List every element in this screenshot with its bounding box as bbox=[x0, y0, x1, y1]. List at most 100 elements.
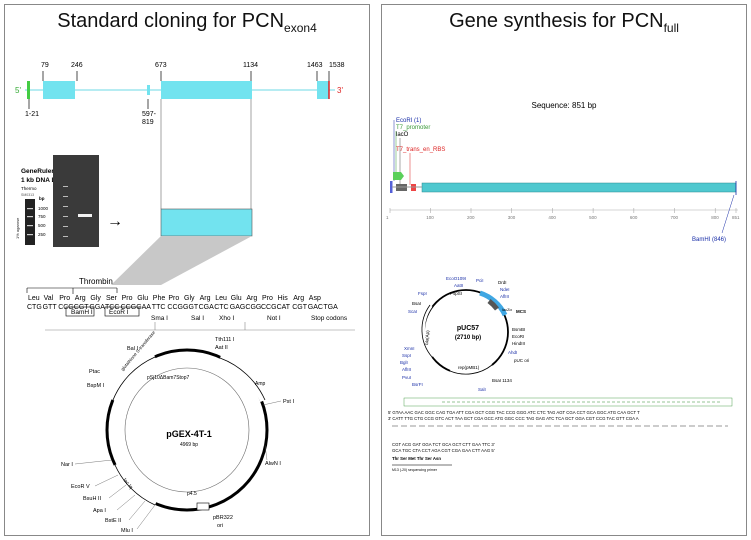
ladder-id: SM0313 bbox=[21, 193, 34, 197]
amino-acid: Gly bbox=[90, 295, 101, 302]
left-panel-title: Standard cloning for PCNexon4 bbox=[5, 10, 369, 35]
feature-rbs: T7_trans_en_RBS bbox=[396, 147, 445, 153]
amino-acid: Pro bbox=[262, 295, 273, 302]
puc-xmn: XmnI bbox=[404, 346, 415, 351]
codon: CAT bbox=[277, 304, 291, 311]
puc-ndei: NdeI bbox=[500, 287, 510, 292]
ruler-label: 800 bbox=[711, 215, 719, 220]
codon: CCG bbox=[261, 304, 277, 311]
site-smai: Sma I bbox=[151, 315, 168, 322]
pgex-pbr: pBR322 bbox=[213, 515, 233, 521]
left-title-subscript: exon4 bbox=[284, 21, 317, 35]
amino-acid: His bbox=[278, 295, 289, 302]
puc-mcs: MCS bbox=[516, 309, 526, 314]
pgex-bst: BstE II bbox=[105, 518, 122, 524]
gene-structure: 5' 3' 79 246 673 1134 1463 1538 1-21 59 bbox=[15, 62, 345, 126]
left-diagram: 5' 3' 79 246 673 1134 1463 1538 1-21 59 bbox=[15, 62, 355, 534]
pgex-alw: AlwN I bbox=[265, 461, 281, 467]
codon: GAA bbox=[136, 304, 151, 311]
puc-fsp: FspI bbox=[418, 291, 427, 296]
site-noti: Not I bbox=[267, 315, 281, 322]
puc-bgl: BglI bbox=[400, 360, 408, 365]
agarose-label: 1% agarose bbox=[15, 217, 20, 239]
amino-acid: Pro bbox=[59, 295, 70, 302]
puc-puc: pUC ori bbox=[514, 358, 529, 363]
pgex-aat: Aat II bbox=[215, 345, 228, 351]
exon-1 bbox=[27, 81, 30, 99]
puc-bsa: BsaI bbox=[412, 301, 421, 306]
exon-3 bbox=[147, 85, 150, 95]
amino-acid: Arg bbox=[200, 295, 211, 302]
mcs-seq-line-1: 5' GTAA AAC GAC GGC CAG TGA ATT CGA GCT … bbox=[388, 410, 640, 415]
lacz-segment bbox=[479, 290, 508, 317]
amino-acid: Pro bbox=[168, 295, 179, 302]
amino-acid: Asp bbox=[309, 295, 321, 302]
site-ecori: EcoR I bbox=[109, 309, 129, 316]
ruler-label: 300 bbox=[508, 215, 516, 220]
pgex-bsp: BspM I bbox=[87, 383, 105, 389]
codon: GGT bbox=[183, 304, 199, 311]
pgex-bsu: BsuH II bbox=[83, 496, 102, 502]
amino-acid: Glu bbox=[231, 295, 242, 302]
bp-1000: 1000 bbox=[38, 206, 49, 211]
pgex-mlu: Mlu I bbox=[121, 528, 133, 534]
gene-label-1538: 1538 bbox=[329, 62, 345, 69]
puc-ecoi: EcoRI bbox=[512, 334, 524, 339]
insert-projection bbox=[111, 236, 252, 285]
gel-band bbox=[78, 214, 92, 217]
amino-acid: Gly bbox=[184, 295, 195, 302]
gene-label-79: 79 bbox=[41, 62, 49, 69]
arrow-icon: → bbox=[107, 213, 123, 230]
gene-label-1-21: 1-21 bbox=[25, 111, 39, 118]
pgex-amp: Amp bbox=[255, 381, 266, 387]
insert-bar bbox=[421, 182, 737, 193]
gene-label-1134: 1134 bbox=[243, 62, 258, 69]
puc-aat: AatII bbox=[454, 283, 463, 288]
puc-ahd: AhdI bbox=[508, 350, 517, 355]
gel-section: GeneRuler 1 kb DNA Ladder Thermo SM0313 … bbox=[15, 155, 253, 247]
puc-bsai: BsaI 1134 bbox=[492, 378, 512, 383]
site-bamhi: BamH I bbox=[71, 309, 93, 316]
amino-acid: Leu bbox=[28, 295, 40, 302]
amino-acid: Glu bbox=[137, 295, 148, 302]
codon: CGG bbox=[245, 304, 261, 311]
mcs-seq-line-2: 3' CATT TTG CTG CCG GTC ACT TAA GCT CGA … bbox=[388, 416, 639, 421]
puc-pci: PciI bbox=[476, 278, 484, 283]
right-diagram: Sequence: 851 bp EcoRI (1) T7_promoter l… bbox=[386, 101, 740, 472]
puc-ssp: SspI bbox=[402, 353, 411, 358]
left-panel: Standard cloning for PCNexon4 5' 3' 79 2… bbox=[4, 4, 370, 536]
puc-psps: PspSI bbox=[450, 291, 462, 296]
pgex-p45: p4.5 bbox=[187, 491, 197, 497]
codon: TTC bbox=[152, 304, 166, 311]
five-prime-label: 5' bbox=[15, 86, 21, 95]
pgex-eco: EcoR V bbox=[71, 484, 90, 490]
ruler-label: 200 bbox=[467, 215, 475, 220]
feature-bamhi: BamHI (846) bbox=[692, 237, 726, 243]
amino-acid: Arg bbox=[75, 295, 86, 302]
ruler-label: 100 bbox=[426, 215, 434, 220]
pgex-ori: ori bbox=[217, 523, 223, 529]
amino-acid: Leu bbox=[215, 295, 227, 302]
ladder-name-1: GeneRuler bbox=[21, 168, 54, 175]
codon: CTC bbox=[214, 304, 228, 311]
thrombin-label: Thrombin bbox=[79, 277, 113, 286]
bp-header: bp bbox=[39, 196, 45, 201]
ruler-label: 400 bbox=[548, 215, 556, 220]
codon: GGA bbox=[89, 304, 105, 311]
puc-afliii: AflIII bbox=[500, 294, 509, 299]
codon: CCG bbox=[121, 304, 137, 311]
puc-lacz: lacZα bbox=[502, 307, 513, 312]
puc-ecoo: EcoO109I bbox=[446, 276, 466, 281]
right-title-text: Gene synthesis for PCN bbox=[449, 10, 664, 32]
ruler-label: 851 bbox=[732, 215, 740, 220]
sequence-length-label: Sequence: 851 bp bbox=[532, 101, 597, 110]
exon-4 bbox=[161, 81, 252, 99]
puc-pvu: PvuI bbox=[402, 375, 411, 380]
stop-codons-label: Stop codons bbox=[311, 315, 348, 322]
mcs-seq-line-3: CGT ACG GAT GGA TCT GCA GCT CTT GAA TTC … bbox=[392, 442, 495, 447]
puc57-name: pUC57 bbox=[457, 325, 479, 332]
codon: CGT bbox=[292, 304, 308, 311]
